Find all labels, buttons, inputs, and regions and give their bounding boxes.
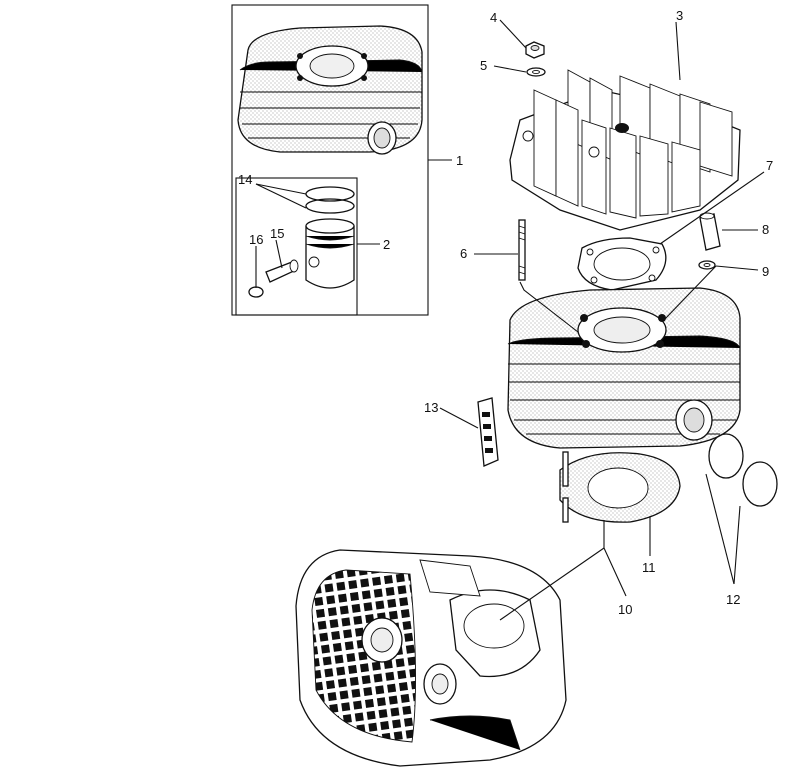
callout-labels: 1 2 3 4 5 6 7 8 9 10 11 12 13 14 15 16 xyxy=(238,8,773,617)
dowel-sleeve xyxy=(699,212,721,251)
base-gasket xyxy=(559,452,681,523)
piston-pin xyxy=(265,259,299,283)
exhaust-rings xyxy=(708,433,778,507)
callout-10: 10 xyxy=(618,602,632,617)
callout-8: 8 xyxy=(762,222,769,237)
leader-lines xyxy=(255,19,765,621)
reed-block xyxy=(477,397,499,467)
callout-15: 15 xyxy=(270,226,284,241)
stud-upper xyxy=(518,219,526,281)
callout-16: 16 xyxy=(249,232,263,247)
callout-13: 13 xyxy=(424,400,438,415)
callout-6: 6 xyxy=(460,246,467,261)
head-gasket xyxy=(577,237,667,291)
studs-lower xyxy=(562,451,569,523)
piston-rings xyxy=(305,186,355,214)
head-washer xyxy=(526,67,546,77)
sleeve-washer xyxy=(698,260,716,270)
callout-2: 2 xyxy=(383,237,390,252)
callout-3: 3 xyxy=(676,8,683,23)
cylinder-head xyxy=(509,69,741,231)
callout-1: 1 xyxy=(456,153,463,168)
piston xyxy=(305,218,355,289)
crankcase xyxy=(295,549,567,767)
cylinder-kit-small xyxy=(237,25,423,155)
callout-12: 12 xyxy=(726,592,740,607)
callout-9: 9 xyxy=(762,264,769,279)
circlip xyxy=(248,286,264,298)
callout-5: 5 xyxy=(480,58,487,73)
callout-7: 7 xyxy=(766,158,773,173)
cylinder-main xyxy=(507,287,741,449)
head-nut xyxy=(525,41,545,59)
callout-14: 14 xyxy=(238,172,252,187)
callout-11: 11 xyxy=(642,560,656,575)
callout-4: 4 xyxy=(490,10,497,25)
